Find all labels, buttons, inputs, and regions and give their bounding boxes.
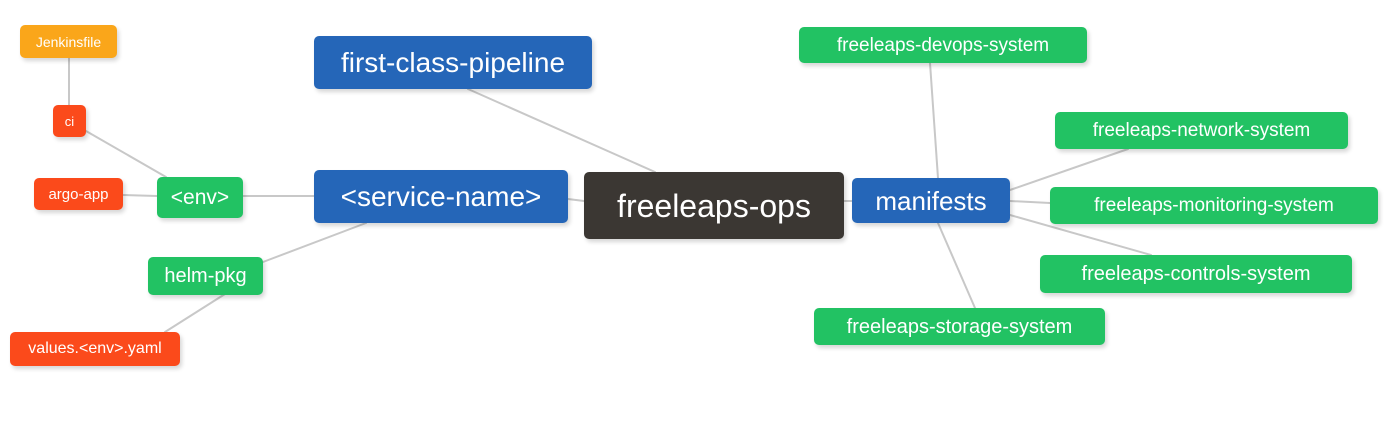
node-argo-app[interactable]: argo-app: [34, 178, 123, 210]
node-devops[interactable]: freeleaps-devops-system: [799, 27, 1087, 63]
node-ci[interactable]: ci: [53, 105, 86, 137]
edge-manifests-to-storage: [937, 222, 976, 309]
node-pipeline[interactable]: first-class-pipeline: [314, 36, 592, 89]
edge-devops-to-manifests: [929, 62, 939, 179]
node-values-yaml[interactable]: values.<env>.yaml: [10, 332, 180, 366]
node-service-name[interactable]: <service-name>: [314, 170, 568, 223]
node-jenkinsfile[interactable]: Jenkinsfile: [20, 25, 117, 58]
edge-manifests-to-network: [1009, 148, 1129, 191]
node-helm-pkg[interactable]: helm-pkg: [148, 257, 263, 295]
node-controls[interactable]: freeleaps-controls-system: [1040, 255, 1352, 293]
node-network[interactable]: freeleaps-network-system: [1055, 112, 1348, 149]
edge-values-yaml-to-helm-pkg: [164, 293, 226, 333]
node-manifests[interactable]: manifests: [852, 178, 1010, 223]
node-storage[interactable]: freeleaps-storage-system: [814, 308, 1105, 345]
node-root[interactable]: freeleaps-ops: [584, 172, 844, 239]
edge-helm-pkg-to-service-name: [262, 222, 367, 263]
edge-manifests-to-monitoring: [1009, 200, 1051, 204]
node-env[interactable]: <env>: [157, 177, 243, 218]
edge-service-name-to-root: [567, 198, 585, 202]
edge-ci-to-env: [85, 130, 167, 178]
node-monitoring[interactable]: freeleaps-monitoring-system: [1050, 187, 1378, 224]
edge-argo-app-to-env: [122, 194, 158, 197]
edge-pipeline-to-root: [467, 88, 656, 173]
